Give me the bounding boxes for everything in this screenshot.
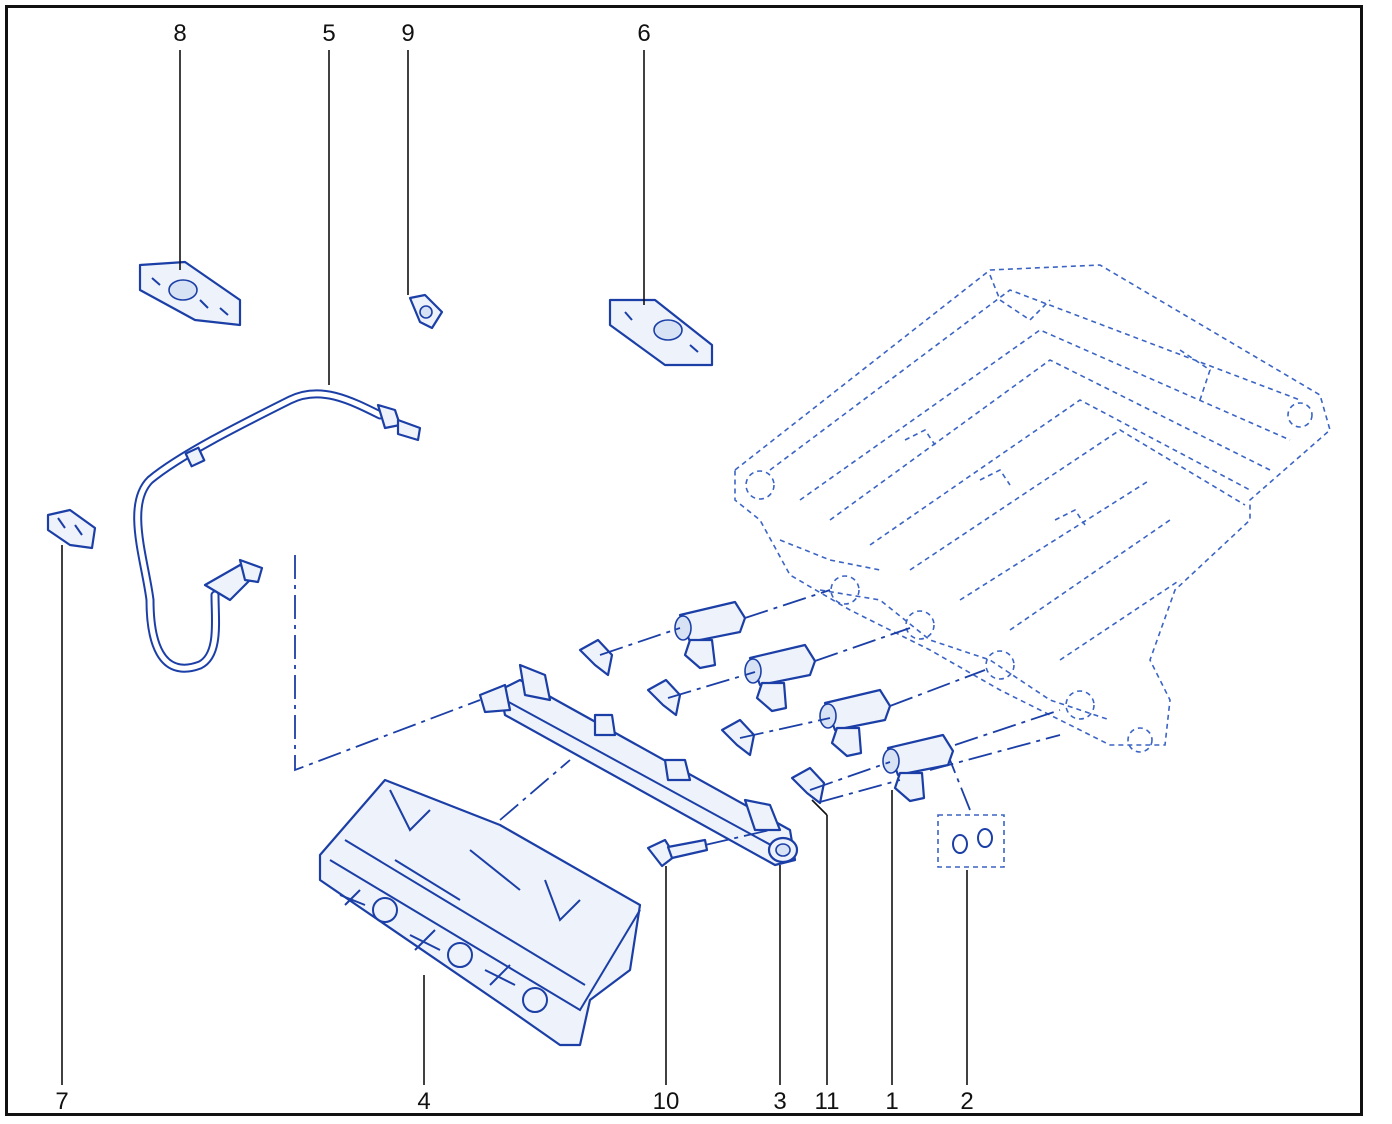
mounting-bolt — [646, 838, 709, 868]
assembly-lines — [294, 555, 1061, 846]
callout-2: 2 — [960, 1088, 974, 1115]
hose-bracket-6 — [608, 298, 714, 367]
injector-clip-2 — [646, 678, 682, 717]
callout-4: 4 — [417, 1088, 431, 1115]
hose-bracket-8 — [138, 260, 242, 327]
callout-3: 3 — [773, 1088, 787, 1115]
callout-1: 1 — [885, 1088, 899, 1115]
o-ring-kit — [937, 814, 1005, 868]
callout-leaders — [61, 50, 968, 1085]
fuel-injector-1 — [674, 600, 747, 670]
fuel-injector-4 — [882, 733, 955, 803]
fuel-injector-3 — [819, 688, 892, 758]
fuel-injector-2 — [744, 643, 817, 713]
callout-10: 10 — [652, 1088, 680, 1115]
injector-clip-4 — [790, 766, 826, 805]
callout-11: 11 — [814, 1088, 840, 1115]
callout-5: 5 — [322, 20, 336, 47]
fuel-supply-hose — [133, 389, 422, 673]
intake-manifold-phantom — [734, 264, 1331, 753]
diagram-frame — [5, 5, 1363, 1116]
hose-clip-7 — [46, 508, 97, 550]
callout-8: 8 — [173, 20, 187, 47]
fuel-rail-cover — [318, 778, 642, 1047]
callout-9: 9 — [401, 20, 415, 47]
fuel-rail — [478, 663, 799, 867]
injector-clip-1 — [578, 638, 614, 677]
hose-clip-9 — [408, 293, 444, 330]
injector-clip-3 — [720, 718, 756, 757]
callout-7: 7 — [55, 1088, 69, 1115]
callout-6: 6 — [637, 20, 651, 47]
